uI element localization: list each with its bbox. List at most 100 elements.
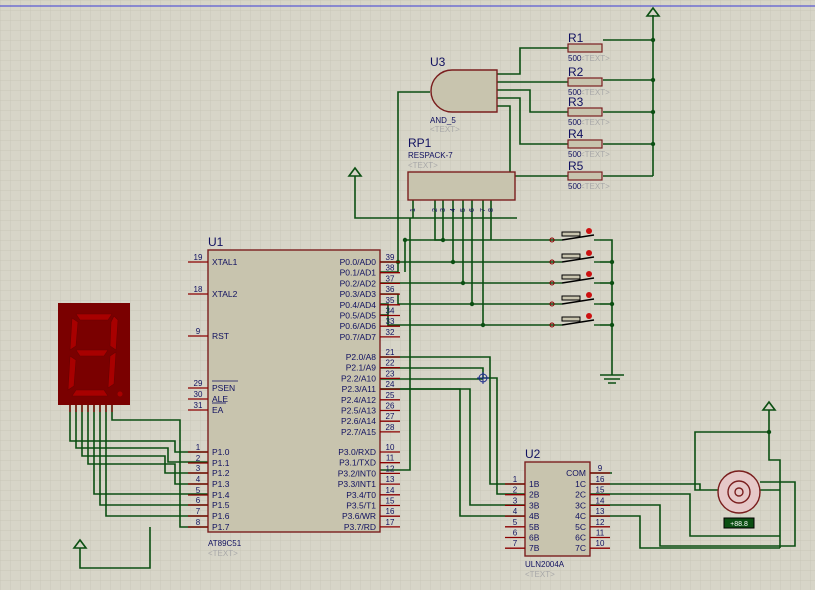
pin-name: P2.3/A11 <box>342 384 377 394</box>
pin-name: ALE <box>212 394 228 404</box>
pin-number: 15 <box>596 486 605 495</box>
button-contact <box>561 256 595 263</box>
segment-bar <box>75 349 109 357</box>
pin-name: P1.2 <box>212 468 230 478</box>
rp1-pin-number: 1 <box>410 208 417 212</box>
button-terminal <box>549 259 555 265</box>
pin-name: COM <box>566 468 586 478</box>
button-contact <box>561 277 595 284</box>
pin-number: 1 <box>513 475 518 484</box>
u3-text-tag: <TEXT> <box>430 125 460 134</box>
resistor-ref-label: R1 <box>568 31 584 45</box>
pin-number: 4 <box>196 475 201 484</box>
pin-number: 38 <box>386 264 395 273</box>
pin-name: P0.6/AD6 <box>340 321 377 331</box>
pin-name: 6C <box>575 533 586 543</box>
pin-number: 31 <box>194 401 203 410</box>
button-terminal <box>549 280 555 286</box>
pin-number: 6 <box>196 496 201 505</box>
pin-number: 35 <box>386 296 395 305</box>
pin-number: 36 <box>386 285 395 294</box>
pin-number: 14 <box>386 486 395 495</box>
junction-dot <box>650 109 656 115</box>
power-arrow-icon <box>72 538 88 549</box>
button-indicator-icon <box>586 292 592 298</box>
pin-name: 5B <box>529 522 540 532</box>
and-gate-u3[interactable]: U3 AND_5 <TEXT> <box>430 55 498 134</box>
pin-number: 12 <box>596 518 605 527</box>
pin-number: 7 <box>196 507 201 516</box>
pin-name: 3C <box>575 500 586 510</box>
pin-name: P3.2/INT0 <box>338 468 377 478</box>
junction-dot <box>609 301 615 307</box>
rp1-pin-number: 8 <box>488 208 495 212</box>
push-button <box>549 292 600 307</box>
pin-number: 3 <box>196 464 201 473</box>
rp1-pin-number: 5 <box>460 208 467 212</box>
pin-number: 26 <box>386 402 395 411</box>
button-cap <box>561 274 581 280</box>
pin-name: PSEN <box>212 383 235 393</box>
button-indicator-icon <box>586 271 592 277</box>
junction-dot <box>650 37 656 43</box>
pin-number: 34 <box>386 307 395 316</box>
power-arrow-icon <box>761 400 777 411</box>
pin-name: 2C <box>575 490 586 500</box>
pin-name: P2.7/A15 <box>341 427 376 437</box>
resistor-text-tag: <TEXT> <box>580 182 610 191</box>
pin-number: 3 <box>513 496 518 505</box>
seven-segment-display[interactable] <box>58 303 130 412</box>
segment-bar <box>109 315 119 351</box>
button-terminal <box>549 301 555 307</box>
pin-name: P2.5/A13 <box>341 406 376 416</box>
resistor-group: R1500<TEXT>R2500<TEXT>R3500<TEXT>R4500<T… <box>567 31 610 191</box>
rp1-pin-number: 2 <box>432 208 439 212</box>
pin-number: 33 <box>386 317 395 326</box>
button-cap <box>561 295 581 301</box>
u3-type-label: AND_5 <box>430 116 456 125</box>
pin-name: 4C <box>575 511 586 521</box>
pin-name: P1.7 <box>212 522 230 532</box>
resistor-text-tag: <TEXT> <box>580 88 610 97</box>
pin-name: 3B <box>529 500 540 510</box>
resistor-body <box>567 77 603 87</box>
resistor-body <box>567 107 603 117</box>
pin-number: 28 <box>386 423 395 432</box>
pin-number: 21 <box>386 348 395 357</box>
pin-name: 5C <box>575 522 586 532</box>
segment-bar <box>71 389 109 397</box>
resistor-value-label: 500 <box>568 88 582 97</box>
stepper-motor[interactable]: +88.8 <box>717 470 761 529</box>
pin-number: 2 <box>513 486 518 495</box>
pin-name: P1.1 <box>212 458 230 468</box>
pin-name: P2.6/A14 <box>341 416 376 426</box>
segment-bar <box>107 351 117 389</box>
junction-dot <box>766 429 772 435</box>
motor-rotor-icon <box>727 480 751 504</box>
pin-name: P1.3 <box>212 479 230 489</box>
pin-name: 1B <box>529 479 540 489</box>
pin-number: 15 <box>386 497 395 506</box>
pin-number: 9 <box>196 327 201 336</box>
resistor-body <box>567 171 603 181</box>
resistor-body <box>567 139 603 149</box>
pin-name: P1.0 <box>212 447 230 457</box>
push-button <box>549 271 600 286</box>
pin-number: 9 <box>598 464 603 473</box>
pin-number: 7 <box>513 539 518 548</box>
pin-number: 14 <box>596 496 605 505</box>
motor-readout: +88.8 <box>730 521 748 528</box>
pin-name: P2.0/A8 <box>346 352 377 362</box>
pin-name: EA <box>212 405 224 415</box>
resistor-value-label: 500 <box>568 182 582 191</box>
rp1-ref-label: RP1 <box>408 136 432 150</box>
